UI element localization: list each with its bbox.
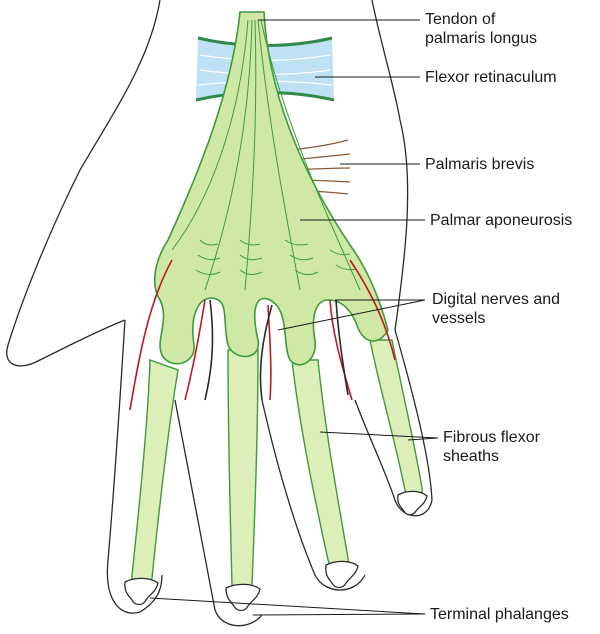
phalanx-ring xyxy=(325,560,359,589)
hand-outline-left xyxy=(6,0,161,367)
palmar-aponeurosis xyxy=(153,11,389,366)
label-flexor-retinaculum: Flexor retinaculum xyxy=(425,69,557,86)
sheath-little xyxy=(369,339,423,499)
digital-nerves-and-vessels xyxy=(129,259,396,411)
label-fibrous-flexor-sheaths: Fibrous flexor sheaths xyxy=(443,429,540,465)
terminal-phalanges xyxy=(124,490,428,612)
leader-sheaths-2 xyxy=(407,437,439,441)
label-palmaris-brevis: Palmaris brevis xyxy=(425,156,535,173)
leader-sheaths-1 xyxy=(319,431,439,439)
hand-outline xyxy=(6,0,433,627)
leader-lines xyxy=(149,19,439,616)
fibrous-flexor-sheaths xyxy=(131,339,423,596)
phalanx-middle xyxy=(225,583,261,612)
hand-outline-middle xyxy=(174,399,263,627)
hand-outline-index-tip xyxy=(139,574,163,613)
phalanx-little xyxy=(397,490,428,516)
hand-outline-little xyxy=(354,329,433,517)
leader-phalanges-2 xyxy=(252,613,426,616)
label-digital-nerves-vessels: Digital nerves and vessels xyxy=(432,291,561,327)
hand-outline-right xyxy=(371,0,409,331)
sheath-middle xyxy=(227,349,259,596)
hand-outline-ring xyxy=(261,399,366,591)
label-terminal-phalanges: Terminal phalanges xyxy=(430,606,569,623)
leader-nerves-2 xyxy=(277,299,426,331)
hand-outline-thumb-web xyxy=(106,319,141,614)
leader-phalanges-1 xyxy=(149,597,426,615)
sheath-index xyxy=(131,359,179,589)
label-tendon-palmaris-longus: Tendon of palmaris longus xyxy=(425,11,538,47)
phalanx-index xyxy=(124,577,159,606)
label-palmar-aponeurosis: Palmar aponeurosis xyxy=(430,212,573,229)
